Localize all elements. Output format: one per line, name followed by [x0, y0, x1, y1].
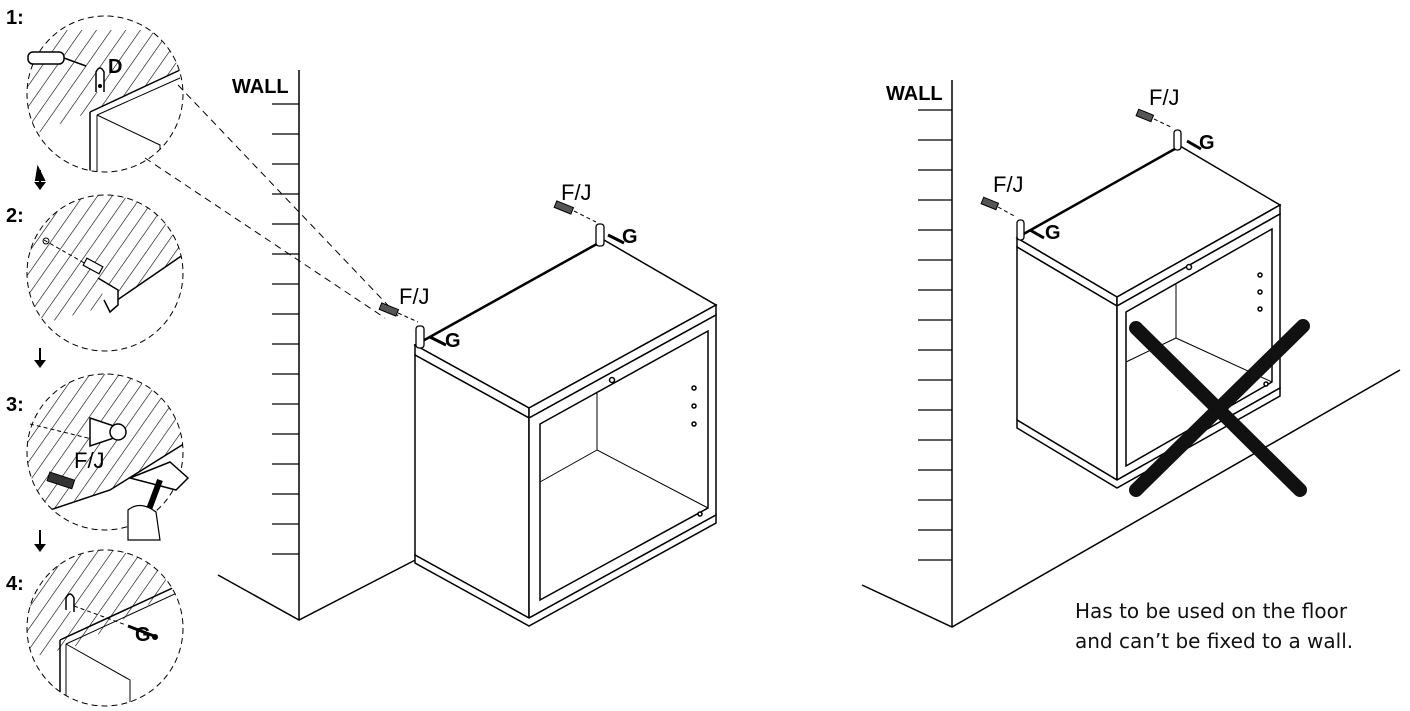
step-1-detail: 1: D	[6, 7, 184, 173]
hand-icon	[127, 504, 161, 541]
bracket-icon	[95, 67, 105, 92]
down-arrow-icon	[34, 530, 46, 552]
screw-icon	[1029, 139, 1202, 240]
step-2-number: 2:	[6, 205, 24, 227]
wall-plug-icon	[980, 108, 1155, 211]
screw-icon	[429, 233, 625, 347]
step-3-detail: 3: F/J	[6, 373, 190, 541]
bracket-icon	[97, 277, 119, 314]
screw-label: G	[1045, 222, 1061, 244]
anchor-label: F/J	[993, 172, 1024, 197]
cabinet	[413, 239, 718, 627]
wall-plug-icon	[378, 200, 575, 317]
screwdriver-icon	[27, 51, 87, 67]
down-arrow-icon	[34, 348, 46, 368]
wall-label: WALL	[232, 76, 289, 98]
step-3-part-label: F/J	[74, 448, 105, 473]
anchor-label: F/J	[561, 180, 592, 205]
bracket-icon	[1016, 129, 1182, 241]
step-4-detail: 4: G	[6, 549, 184, 707]
bracket-icon	[65, 593, 75, 612]
wall-label: WALL	[886, 83, 943, 105]
usage-note: Has to be used on the floor and can’t be…	[1075, 596, 1405, 656]
anchor-label: F/J	[1149, 85, 1180, 110]
wall-plug-icon	[89, 416, 127, 448]
step-1-number: 1:	[6, 7, 24, 29]
step-4-number: 4:	[6, 573, 24, 595]
step-3-number: 3:	[6, 394, 24, 416]
wall	[861, 80, 1401, 628]
wall-plug-icon	[46, 471, 76, 490]
down-arrow-icon	[34, 164, 46, 190]
step-2-detail: 2:	[6, 194, 184, 352]
step-1-part-label: D	[108, 56, 122, 78]
bracket-icon	[415, 223, 605, 349]
cross-mark-icon	[1129, 319, 1310, 497]
screw-label: G	[1199, 132, 1215, 154]
step-4-part-label: G	[135, 624, 151, 646]
screw-label: G	[445, 330, 461, 352]
wall	[217, 70, 426, 621]
usage-note-line-2: and can’t be fixed to a wall.	[1075, 629, 1354, 653]
left-scene: WALL	[217, 70, 718, 627]
screw-icon	[127, 624, 158, 640]
screw-label: G	[622, 226, 638, 248]
right-scene: WALL	[861, 80, 1401, 628]
anchor-label: F/J	[399, 284, 430, 309]
cabinet	[1015, 145, 1282, 489]
usage-note-line-1: Has to be used on the floor	[1075, 599, 1348, 623]
wall-plug-icon	[82, 257, 104, 275]
